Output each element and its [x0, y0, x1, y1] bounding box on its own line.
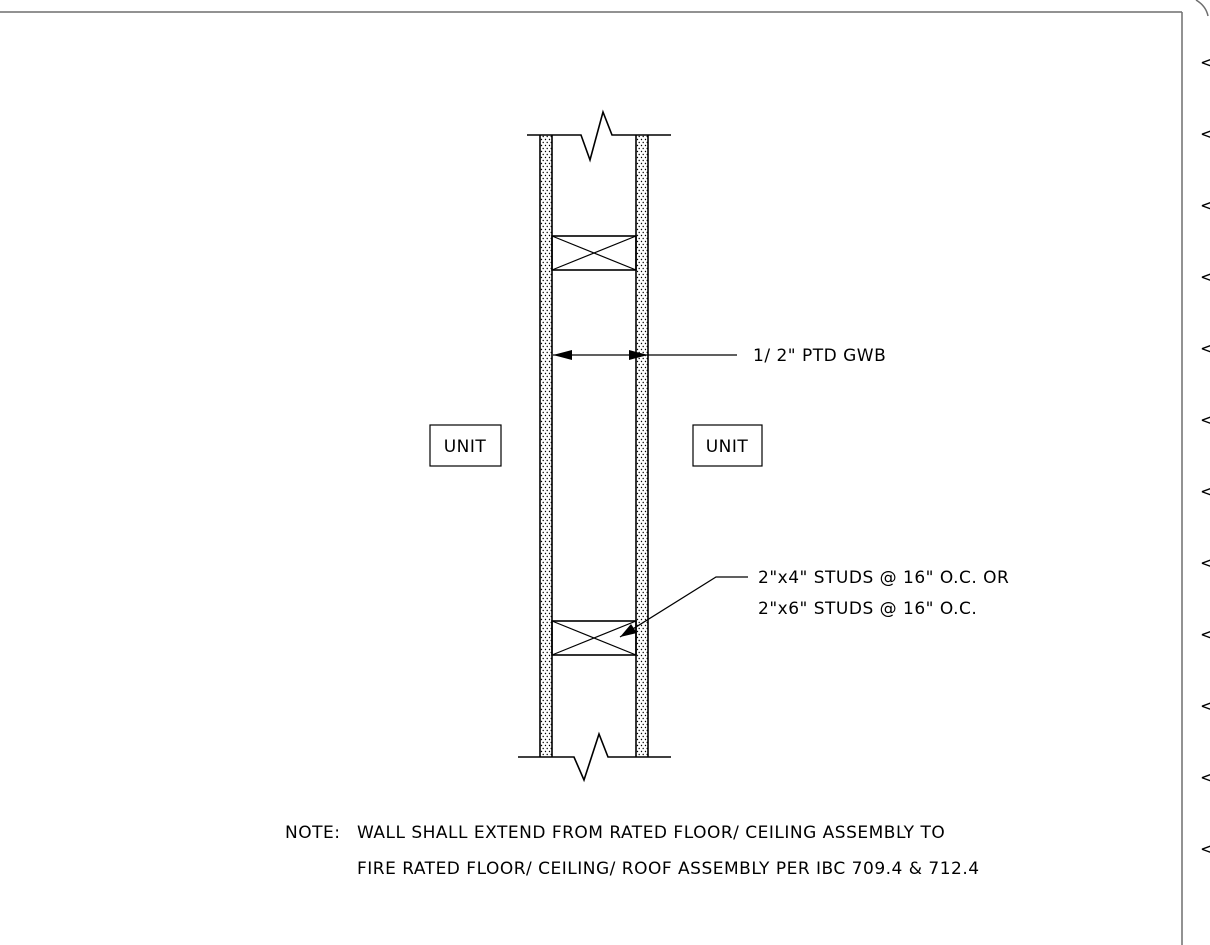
border-tick-marks: < < < < < < < < < < < <	[1200, 53, 1210, 860]
gwb-leader	[553, 350, 737, 360]
border-tick-mark: <	[1200, 339, 1210, 359]
gwb-layer-right	[635, 135, 649, 757]
border-tick-mark: <	[1200, 625, 1210, 645]
note-line1: WALL SHALL EXTEND FROM RATED FLOOR/ CEIL…	[357, 823, 945, 843]
studs-callout-line2: 2"x6" STUDS @ 16" O.C.	[758, 599, 977, 619]
border-tick-mark: <	[1200, 53, 1210, 73]
unit-label-right: UNIT	[706, 437, 749, 457]
border-tick-mark: <	[1200, 268, 1210, 288]
stud-block-top	[551, 235, 637, 271]
border-tick-mark: <	[1200, 411, 1210, 431]
stud-block-bottom	[551, 620, 637, 656]
border-tick-mark: <	[1200, 768, 1210, 788]
unit-box-left	[429, 424, 502, 467]
note-line2: FIRE RATED FLOOR/ CEILING/ ROOF ASSEMBLY…	[357, 859, 980, 879]
studs-callout-line1: 2"x4" STUDS @ 16" O.C. OR	[758, 568, 1009, 588]
break-line-top	[527, 109, 671, 163]
border-tick-mark: <	[1200, 125, 1210, 145]
note-prefix: NOTE:	[285, 823, 340, 843]
border-tick-mark: <	[1200, 697, 1210, 717]
unit-label-left: UNIT	[444, 437, 487, 457]
gwb-layer-left	[539, 135, 553, 757]
border-tick-mark: <	[1200, 840, 1210, 860]
studs-leader	[619, 576, 748, 638]
border-tick-mark: <	[1200, 554, 1210, 574]
unit-box-right	[692, 424, 763, 467]
border-tick-mark: <	[1200, 196, 1210, 216]
gwb-callout: 1/ 2" PTD GWB	[753, 346, 886, 366]
break-line-bottom	[518, 731, 671, 783]
border-tick-mark: <	[1200, 482, 1210, 502]
